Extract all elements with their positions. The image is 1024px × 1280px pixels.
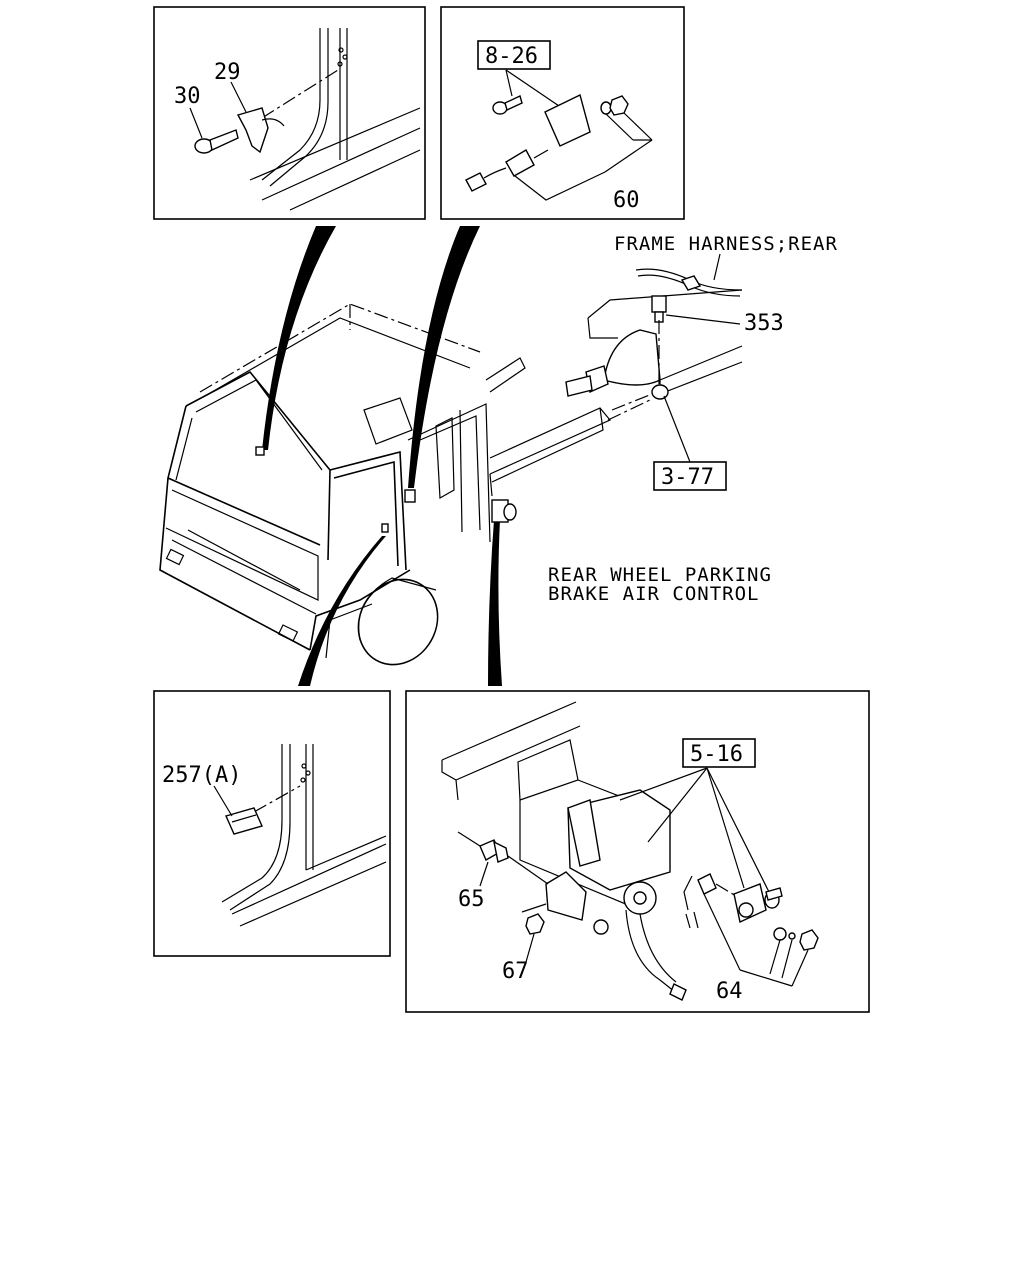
- part-257a-connector: [225, 807, 263, 835]
- label-ref-3-77: 3-77: [661, 465, 714, 490]
- callout-wedge-to-panel-3: [298, 536, 386, 686]
- part-67-nut: [525, 913, 545, 935]
- part-60-switch: [465, 149, 549, 192]
- label-part-64: 64: [716, 979, 743, 1004]
- callout-wedge-to-panel-2: [408, 226, 480, 488]
- label-part-65: 65: [458, 887, 485, 912]
- frame-harness-rear-area: FRAME HARNESS;REAR 353 3-77: [565, 233, 838, 491]
- inset-panel-bottom-right: 5-16 65 67: [405, 690, 870, 1013]
- label-part-30: 30: [174, 84, 201, 109]
- inset-panel-bottom-left: 257(A): [153, 690, 391, 957]
- ref-box-5-16: [682, 738, 756, 768]
- ref-box-8-26: [477, 40, 551, 70]
- label-part-29: 29: [214, 60, 241, 85]
- inset-panel-top-middle: 8-26 60: [440, 6, 685, 220]
- part-65-sensor: [457, 831, 509, 863]
- truck-cab-illustration: [159, 303, 651, 666]
- label-part-257a: 257(A): [162, 763, 241, 788]
- label-rear-wheel-parking: REAR WHEEL PARKING: [548, 564, 772, 586]
- part-29-switch-bracket: [236, 107, 285, 154]
- label-ref-8-26: 8-26: [485, 44, 538, 69]
- label-part-353: 353: [744, 311, 784, 336]
- inset-panel-top-left: 29 30: [153, 6, 426, 220]
- label-ref-5-16: 5-16: [690, 742, 743, 767]
- label-part-67: 67: [502, 959, 529, 984]
- callout-wedge-to-panel-4: [488, 520, 502, 686]
- ref-box-3-77: [653, 461, 727, 491]
- part-30-bolt: [194, 129, 239, 154]
- part-64-switch-assembly: [683, 873, 819, 951]
- label-part-60: 60: [613, 188, 640, 213]
- label-frame-harness-rear: FRAME HARNESS;REAR: [614, 233, 838, 255]
- part-353-sensor: [651, 295, 667, 323]
- callout-wedge-to-panel-1: [262, 226, 336, 450]
- label-brake-air-control: BRAKE AIR CONTROL: [548, 583, 759, 605]
